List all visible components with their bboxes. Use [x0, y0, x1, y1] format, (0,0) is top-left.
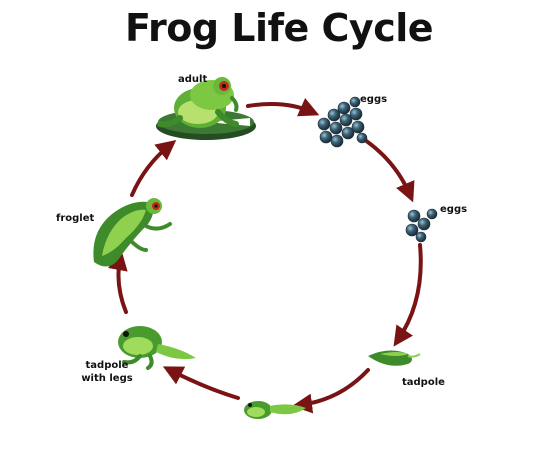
label-eggs-1: eggs [360, 94, 388, 105]
arrow-eggs-to-tadpole [393, 243, 423, 347]
label-froglet: froglet [56, 213, 95, 224]
label-adult: adult [178, 74, 208, 85]
cycle-arrows [107, 97, 423, 414]
tadpole-icon [368, 350, 421, 366]
arrow-eggs-to-eggs [360, 136, 415, 203]
tadpole-growing-icon [244, 401, 306, 419]
arrow-tadpole-to-growing [292, 368, 370, 414]
froglet-icon [93, 198, 172, 267]
frog-egg-cluster-icon [317, 96, 368, 148]
adult-frog-on-lily-pad-icon [156, 77, 256, 140]
tadpole-with-legs-icon [118, 326, 196, 370]
label-tadpole: tadpole [402, 377, 445, 388]
label-eggs-2: eggs [440, 204, 468, 215]
diagram-title: Frog Life Cycle [124, 6, 434, 50]
arrow-adult-to-eggs [246, 97, 320, 117]
small-egg-cluster-icon [405, 208, 438, 243]
label-tadpole-with-legs: tadpole with legs [81, 360, 133, 384]
arrow-legs-to-froglet [107, 250, 128, 314]
arrow-froglet-to-adult [130, 140, 177, 197]
arrow-growing-to-legs [162, 366, 240, 400]
